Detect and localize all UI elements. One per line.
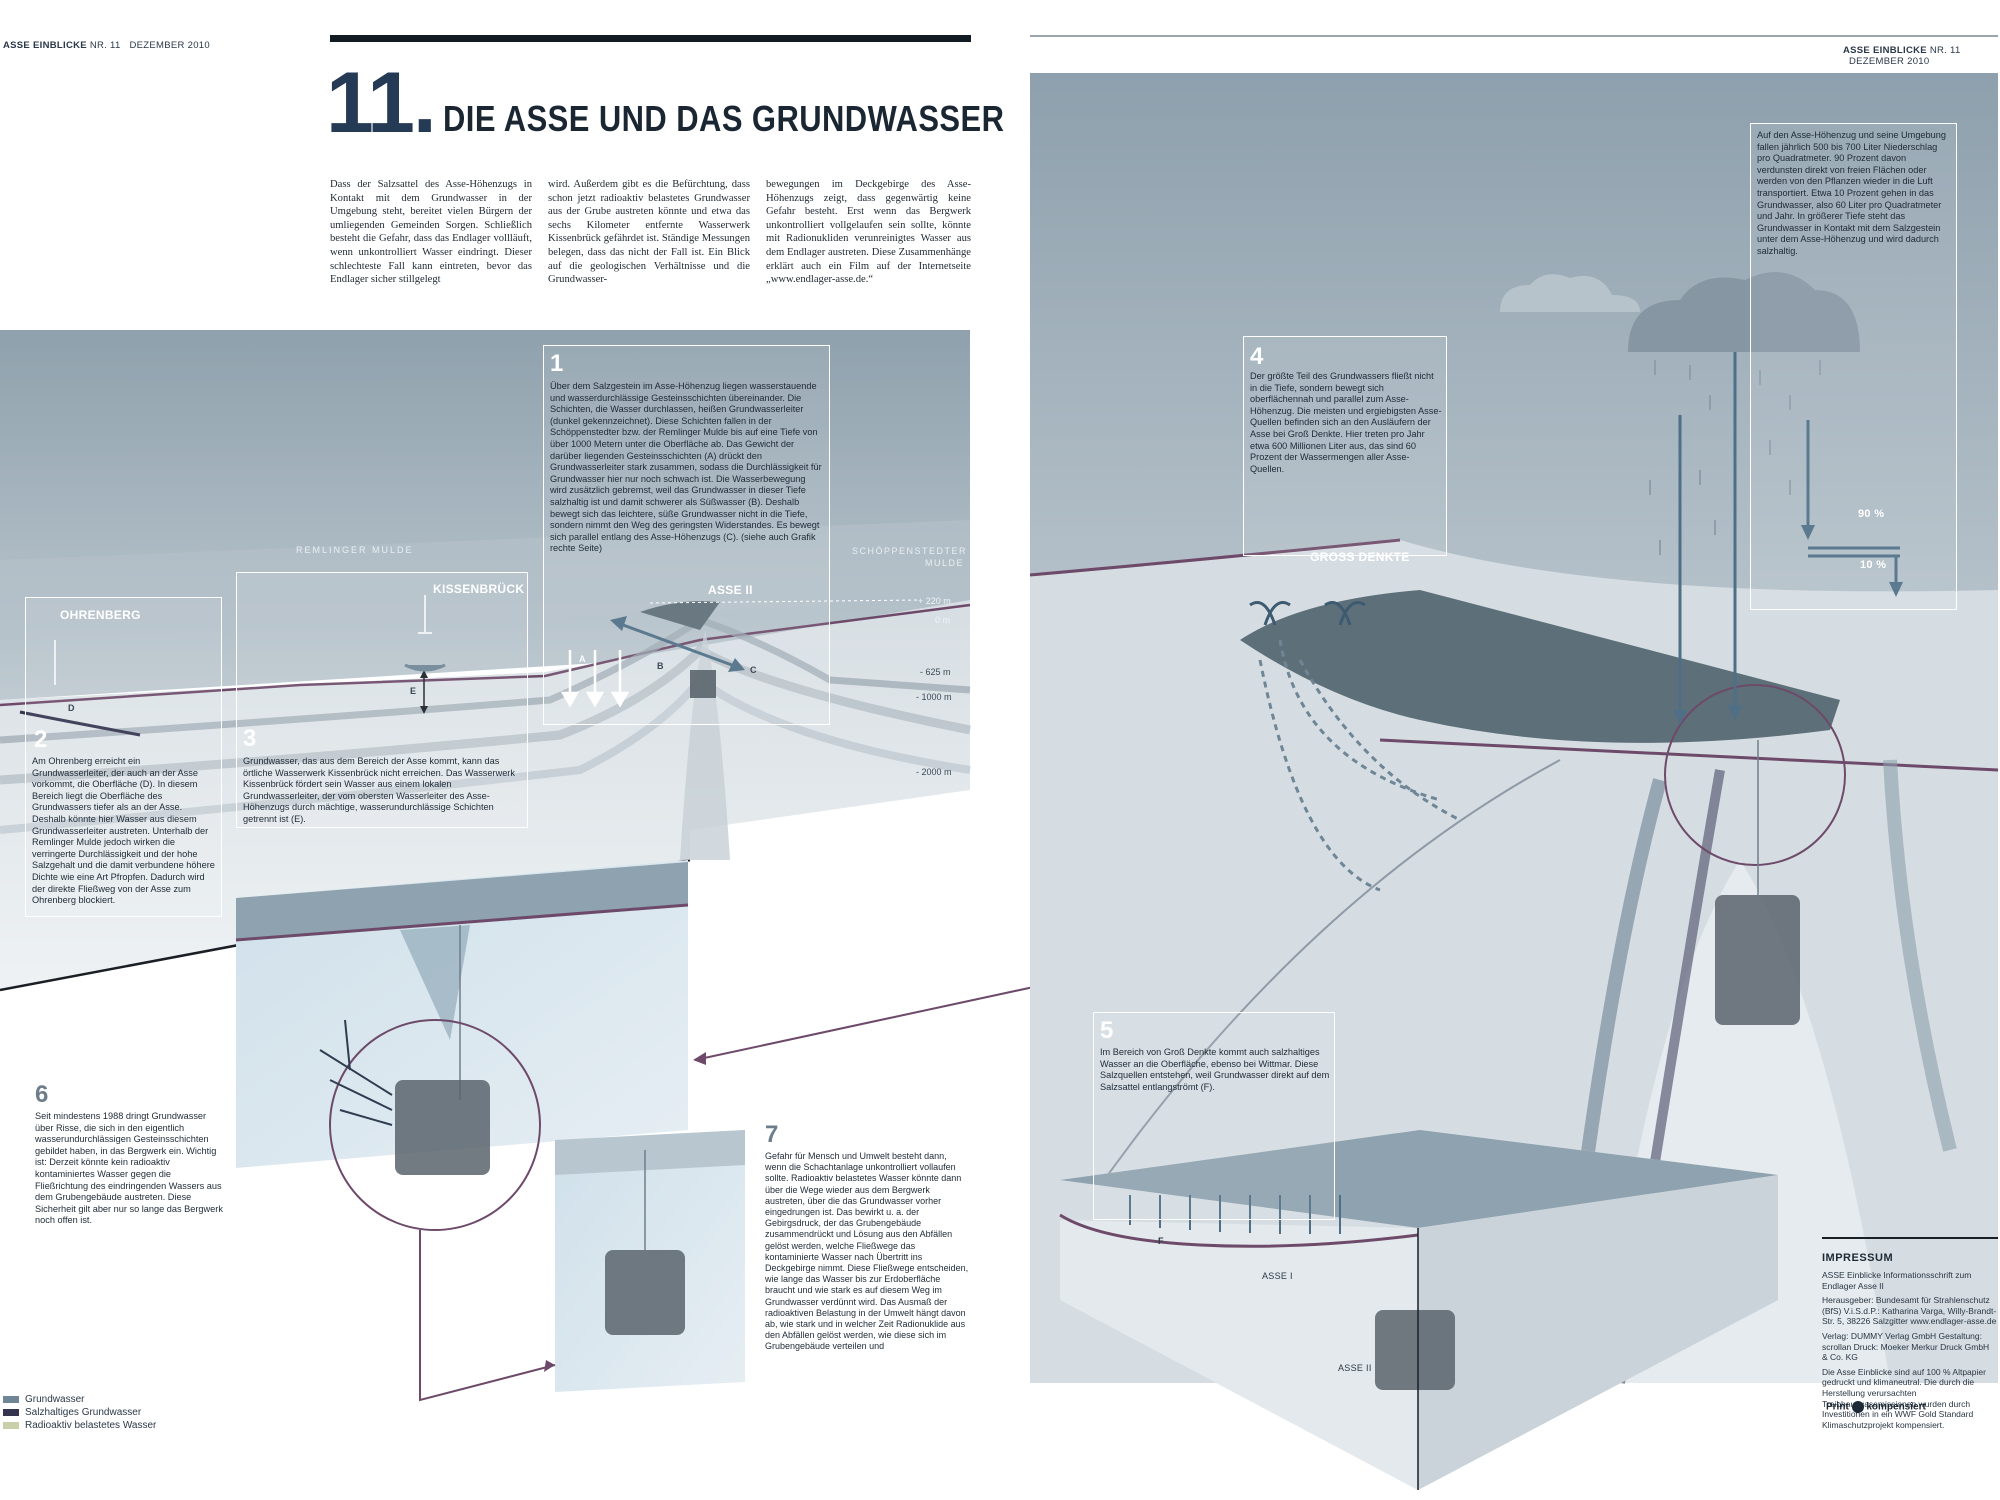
label-asse-i: ASSE I: [1262, 1271, 1293, 1281]
box-text: Im Bereich von Groß Denkte kommt auch sa…: [1100, 1047, 1330, 1092]
label-a: A: [579, 654, 586, 664]
label-b: B: [657, 661, 664, 671]
print-kompensiert-logo: Print kompensiert: [1826, 1401, 1926, 1413]
impressum-rule: [1822, 1237, 1998, 1239]
info-box-1: 1 Über dem Salzgestein im Asse-Höhenzug …: [543, 345, 830, 725]
right-top-rule: [1030, 35, 1998, 37]
impressum-line: Verlag: DUMMY Verlag GmbH Gestaltung: sc…: [1822, 1330, 1990, 1363]
box-number: 1: [550, 350, 564, 377]
legend-item-groundwater: Grundwasser: [3, 1393, 156, 1406]
impressum-line: ASSE Einblicke Informationsschrift zum E…: [1822, 1270, 1972, 1291]
brand-name: ASSE EINBLICKE: [3, 40, 87, 51]
issue-date: DEZEMBER 2010: [129, 40, 210, 51]
box-number: 2: [34, 726, 48, 753]
box-text: Am Ohrenberg erreicht ein Grundwasserlei…: [32, 756, 215, 906]
intro-column-3: bewegungen im Deckgebirge des Asse-Höhen…: [766, 179, 971, 286]
info-block-6: 6 Seit mindestens 1988 dringt Grundwasse…: [35, 1083, 225, 1227]
box-text: Über dem Salzgestein im Asse-Höhenzug li…: [550, 381, 822, 554]
article-number: 11.: [326, 55, 437, 151]
legend-swatch: [3, 1408, 19, 1416]
article-title: DIE ASSE UND DAS GRUNDWASSER: [443, 98, 1005, 139]
label-c: C: [750, 665, 757, 675]
legend-swatch: [3, 1421, 19, 1429]
intro-column-1: Dass der Salzsattel des Asse-Höhenzugs i…: [330, 179, 532, 286]
label-f: F: [1158, 1236, 1164, 1246]
label-gross-denkte: GROSS DENKTE: [1310, 550, 1410, 564]
box-number: 3: [243, 725, 257, 752]
label-schoeppenstedter-mulde: SCHÖPPENSTEDTER MULDE: [852, 546, 968, 568]
impressum-line: Die Asse Einblicke sind auf 100 % Altpap…: [1822, 1366, 1986, 1430]
info-box-3: 3 Grundwasser, das aus dem Bereich der A…: [236, 572, 528, 828]
label-10-percent: 10 %: [1860, 559, 1887, 571]
right-running-header: ASSE EINBLICKE NR. 11 DEZEMBER 2010: [1843, 45, 2000, 67]
box-number: 5: [1100, 1017, 1114, 1044]
depth-625: - 625 m: [920, 667, 951, 677]
logo-circle-icon: [1851, 1401, 1864, 1413]
info-block-7: 7 Gefahr für Mensch und Umwelt besteht d…: [765, 1123, 970, 1353]
box-text: Der größte Teil des Grundwassers fließt …: [1250, 371, 1442, 474]
box-text: Gefahr für Mensch und Umwelt besteht dan…: [765, 1151, 969, 1352]
label-90-percent: 90 %: [1858, 508, 1885, 520]
box-number: 7: [765, 1121, 779, 1148]
legend-swatch: [3, 1395, 19, 1403]
issue-number: NR. 11: [89, 40, 121, 51]
depth-2000: - 2000 m: [916, 767, 952, 777]
label-kissenbrueck: KISSENBRÜCK: [433, 582, 525, 596]
impressum-heading: IMPRESSUM: [1822, 1252, 1894, 1264]
brand-name: ASSE EINBLICKE: [1843, 45, 1927, 56]
box-number: 4: [1250, 343, 1264, 370]
label-e: E: [410, 686, 417, 696]
legend-item-radioactive-water: Radioaktiv belastetes Wasser: [3, 1419, 156, 1432]
depth-0: 0 m: [935, 615, 951, 625]
label-asse-ii: ASSE II: [708, 583, 753, 597]
box-text: Auf den Asse-Höhenzug und seine Umgebung…: [1757, 130, 1946, 256]
info-box-2: 2 Am Ohrenberg erreicht ein Grundwasserl…: [25, 597, 222, 917]
depth-plus-220: + 220 m: [918, 596, 951, 606]
info-box-4: 4 Der größte Teil des Grundwassers fließ…: [1243, 336, 1447, 556]
box-text: Seit mindestens 1988 dringt Grundwasser …: [35, 1111, 223, 1226]
impressum: IMPRESSUM ASSE Einblicke Informationssch…: [1822, 1252, 1997, 1434]
issue-number: NR. 11: [1929, 45, 1961, 56]
legend-item-salt-water: Salzhaltiges Grundwasser: [3, 1406, 156, 1419]
title-rule: [330, 35, 971, 42]
left-running-header: ASSE EINBLICKE NR. 11 DEZEMBER 2010: [3, 40, 210, 51]
box-text: Grundwasser, das aus dem Bereich der Ass…: [243, 756, 515, 824]
legend: Grundwasser Salzhaltiges Grundwasser Rad…: [3, 1393, 156, 1432]
intro-column-2: wird. Außerdem gibt es die Befürchtung, …: [548, 179, 750, 286]
info-box-rain: Auf den Asse-Höhenzug und seine Umgebung…: [1750, 123, 1957, 610]
label-ohrenberg: OHRENBERG: [60, 608, 141, 622]
label-d: D: [68, 703, 75, 713]
label-remlinger-mulde: REMLINGER MULDE: [296, 545, 414, 555]
impressum-line: Herausgeber: Bundesamt für Strahlenschut…: [1822, 1295, 1997, 1327]
label-asse-ii-small: ASSE II: [1338, 1363, 1372, 1373]
box-number: 6: [35, 1081, 49, 1108]
info-box-5: 5 Im Bereich von Groß Denkte kommt auch …: [1093, 1012, 1335, 1220]
depth-1000: - 1000 m: [916, 692, 952, 702]
issue-date: DEZEMBER 2010: [1849, 56, 1930, 67]
